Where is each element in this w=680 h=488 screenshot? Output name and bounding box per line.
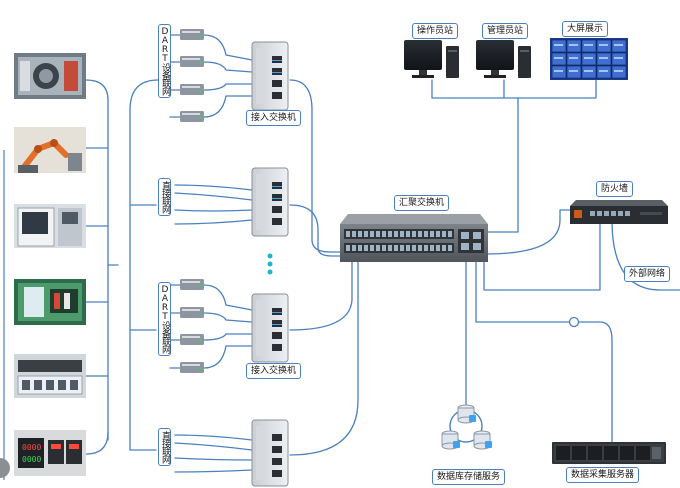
dart-group-2-label: DART设备联网	[158, 282, 171, 356]
admin-station-computer	[476, 40, 531, 78]
corner-marker	[0, 458, 10, 478]
junction-node	[568, 316, 580, 328]
more-switches-ellipsis	[267, 253, 273, 275]
access-switch-1-label: 接入交换机	[246, 110, 302, 126]
db-storage-label: 数据库存储服务	[432, 469, 506, 485]
dart-devices-group-2	[180, 279, 204, 373]
control-cabinet-photo	[14, 354, 86, 398]
external-network-label: 外部网络	[624, 266, 671, 282]
data-server-label: 数据采集服务器	[566, 467, 640, 483]
access-switch-1	[251, 41, 289, 111]
data-server-device	[552, 442, 666, 464]
big-screen-label: 大屏展示	[562, 21, 609, 37]
connection-lines	[85, 34, 680, 473]
admin-station-label: 管理员站	[482, 23, 529, 39]
core-switch	[340, 214, 488, 262]
operator-station-label: 操作员站	[412, 23, 459, 39]
svg-text:0000: 0000	[22, 455, 41, 464]
svg-text:0000: 0000	[22, 443, 41, 452]
access-switch-2	[251, 167, 289, 237]
dart-group-1-label: DART设备联网	[158, 24, 171, 98]
controller-panel-photo: 0000 0000	[14, 430, 86, 476]
direct-group-1-label: 直接联网	[158, 178, 171, 216]
operator-station-computer	[404, 40, 459, 78]
firewall-device	[570, 200, 668, 224]
machining-center-photo	[14, 204, 86, 248]
cnc-machine-photo	[14, 53, 86, 99]
video-wall-display	[550, 38, 628, 80]
dart-devices-group-1	[180, 29, 204, 122]
direct-group-2-label: 直接联网	[158, 428, 171, 466]
firewall-label: 防火墙	[596, 181, 634, 197]
database-storage-icon	[441, 404, 492, 450]
access-switch-4	[251, 419, 289, 487]
access-switch-2-label: 接入交换机	[246, 363, 302, 379]
inspection-machine-photo	[14, 279, 86, 325]
core-switch-label: 汇聚交换机	[394, 195, 450, 211]
access-switch-3	[251, 293, 289, 363]
robot-arm-photo	[14, 127, 86, 173]
